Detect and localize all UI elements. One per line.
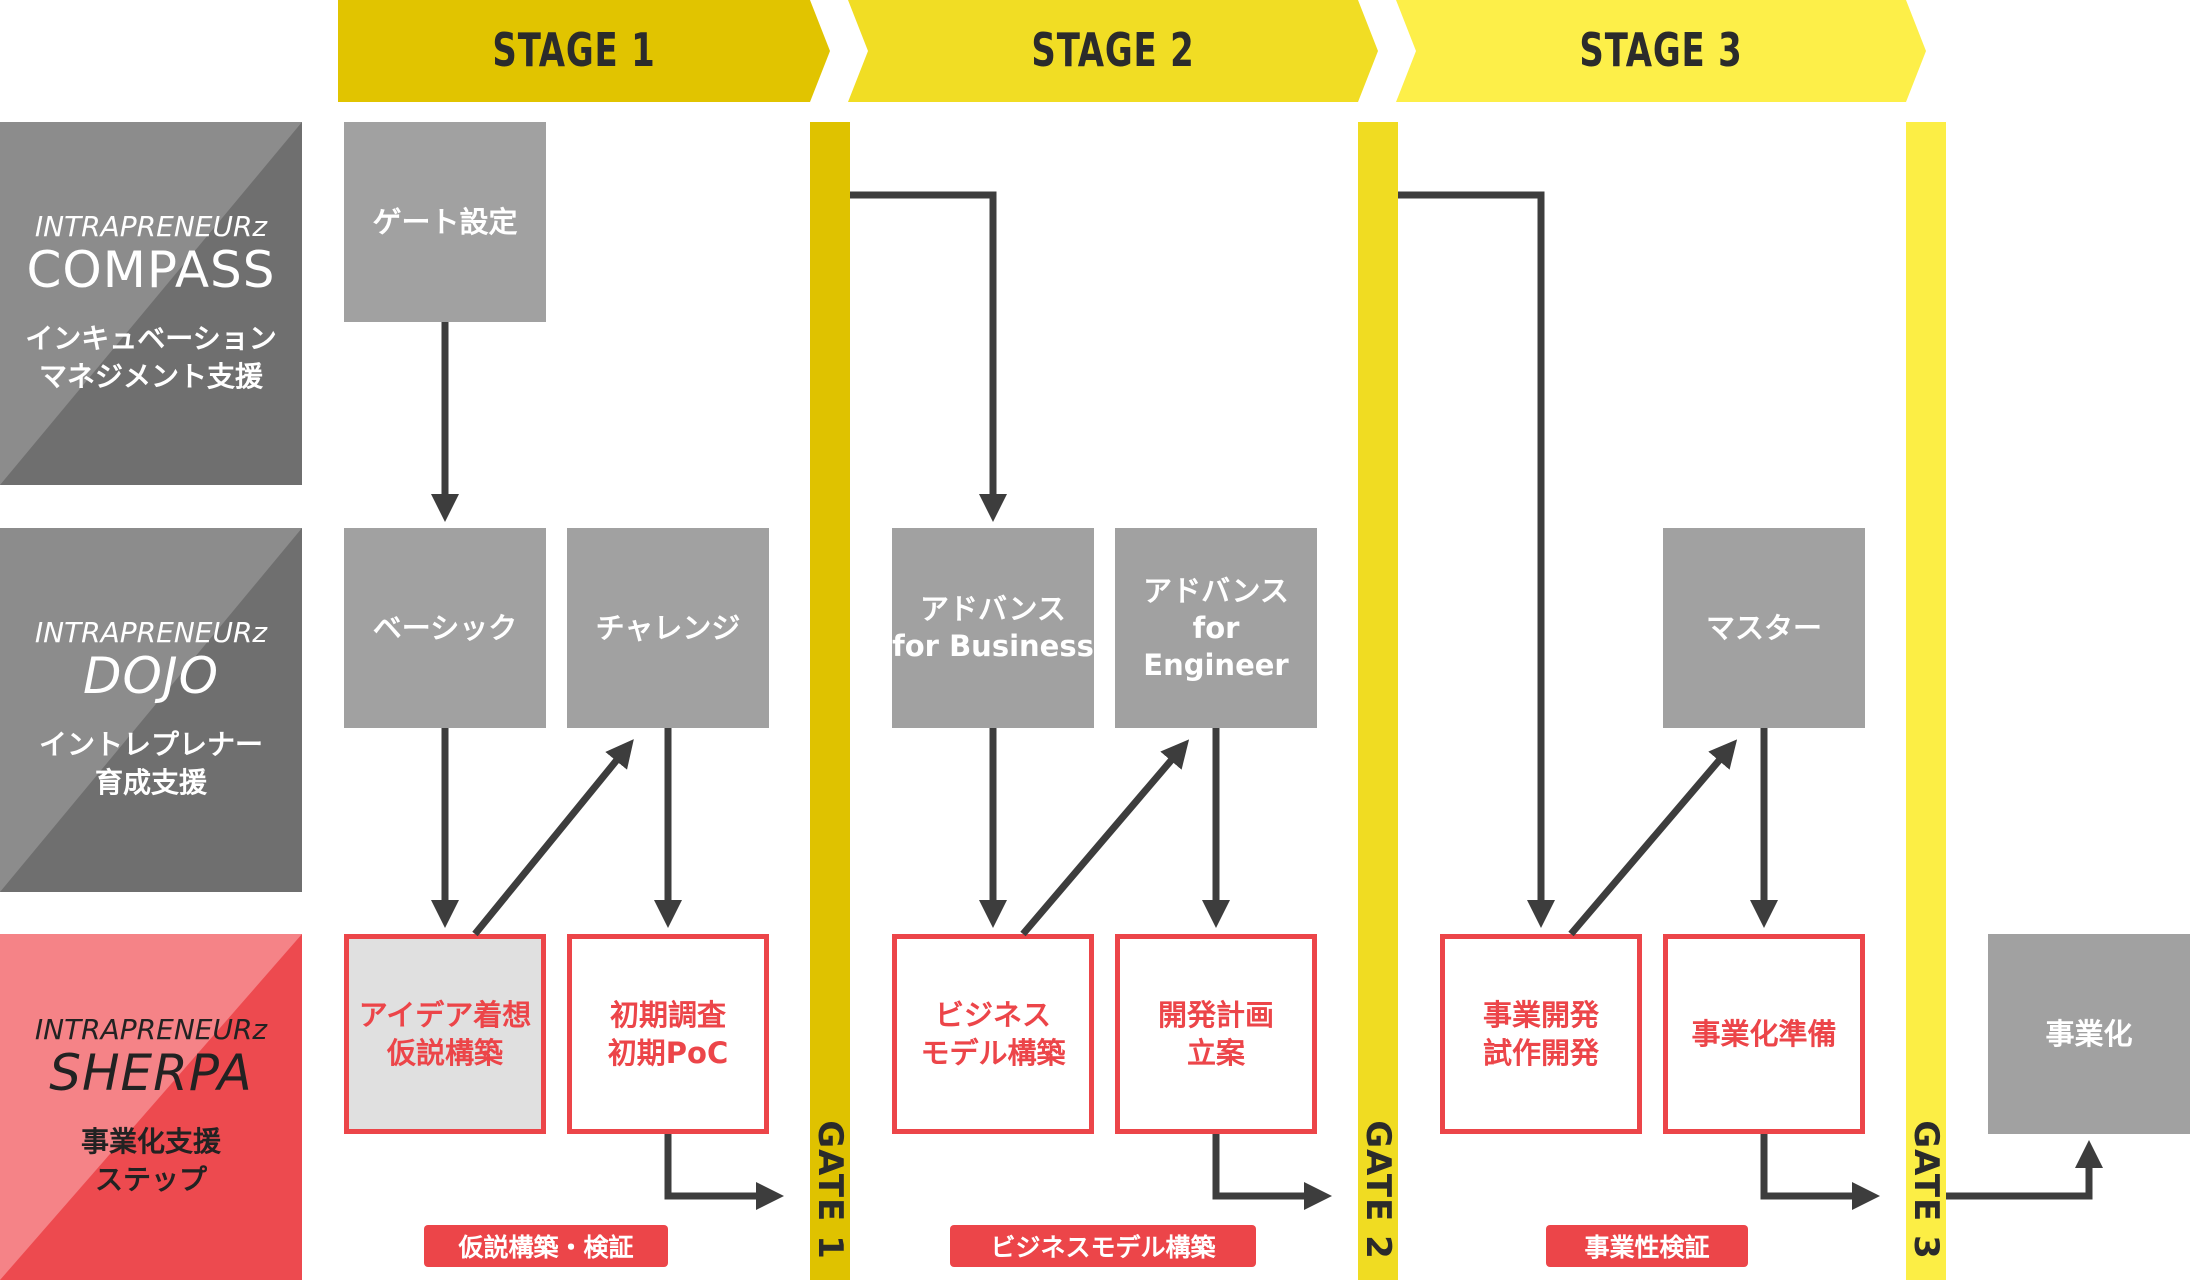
stage-3-chevron (1396, 0, 1926, 102)
row-label-backgrounds (0, 122, 302, 1280)
phase-2-label: ビジネスモデル構築 (950, 1225, 1256, 1267)
dojo-brand: INTRAPRENEURz (34, 616, 268, 649)
challenge-box: チャレンジ (567, 528, 769, 728)
arrow-bizdev-to-master (1568, 739, 1738, 937)
arrow-gate1-to-advance-business (850, 191, 1007, 522)
idea-box: アイデア着想 仮説構築 (344, 934, 546, 1134)
arrow-devplan-to-gate2 (1212, 1134, 1332, 1210)
compass-name: COMPASS (26, 240, 276, 299)
sherpa-name: SHERPA (49, 1044, 253, 1102)
sherpa-row-label: INTRAPRENEURz SHERPA 事業化支援 ステップ (0, 934, 302, 1280)
stage-1-label: STAGE 1 (492, 23, 656, 77)
business-model-box: ビジネス モデル構築 (892, 934, 1094, 1134)
arrow-gate3-to-commercialization (1946, 1140, 2103, 1200)
gate-3-label: GATE 3 (1906, 1120, 1946, 1260)
dojo-name: DOJO (83, 647, 219, 705)
arrow-gate2-to-bizdev (1398, 191, 1555, 928)
prep-box: 事業化準備 (1663, 934, 1865, 1134)
arrow-prep-to-gate3 (1760, 1134, 1880, 1210)
compass-brand: INTRAPRENEURz (34, 209, 268, 243)
gate-setting-box: ゲート設定 (344, 122, 546, 322)
compass-description: インキュベーション マネジメント支援 (25, 321, 277, 393)
advance-business-box: アドバンス for Business (892, 528, 1094, 728)
stage-2-chevron (848, 0, 1378, 102)
phase-3-label: 事業性検証 (1546, 1225, 1748, 1267)
commercialization-box: 事業化 (1988, 934, 2190, 1134)
gate-1-label: GATE 1 (810, 1120, 850, 1260)
biz-dev-box: 事業開発 試作開発 (1440, 934, 1642, 1134)
sherpa-description: 事業化支援 ステップ (80, 1125, 221, 1196)
compass-row-label: INTRAPRENEURz COMPASS インキュベーション マネジメント支援 (0, 122, 302, 485)
dojo-row-label: INTRAPRENEURz DOJO イントレプレナー 育成支援 (0, 528, 302, 892)
stage-banners (338, 0, 1926, 102)
arrow-model-to-advance-engineer (1020, 739, 1190, 937)
gate-2-label: GATE 2 (1358, 1120, 1398, 1260)
master-box: マスター (1663, 528, 1865, 728)
arrow-idea-to-challenge (472, 739, 634, 937)
arrow-research-to-gate1 (664, 1134, 784, 1210)
stage-1-chevron (338, 0, 830, 102)
phase-1-label: 仮説構築・検証 (424, 1225, 668, 1267)
stage-3-label: STAGE 3 (1579, 23, 1743, 77)
basic-box: ベーシック (344, 528, 546, 728)
advance-engineer-box: アドバンス for Engineer (1115, 528, 1317, 728)
dev-plan-box: 開発計画 立案 (1115, 934, 1317, 1134)
dojo-description: イントレプレナー 育成支援 (38, 728, 263, 799)
gate-1-bar (810, 122, 850, 1280)
initial-research-box: 初期調査 初期PoC (567, 934, 769, 1134)
gate-3-bar (1906, 122, 1946, 1280)
gate-2-bar (1358, 122, 1398, 1280)
sherpa-brand: INTRAPRENEURz (34, 1013, 268, 1046)
stage-2-label: STAGE 2 (1031, 23, 1195, 77)
